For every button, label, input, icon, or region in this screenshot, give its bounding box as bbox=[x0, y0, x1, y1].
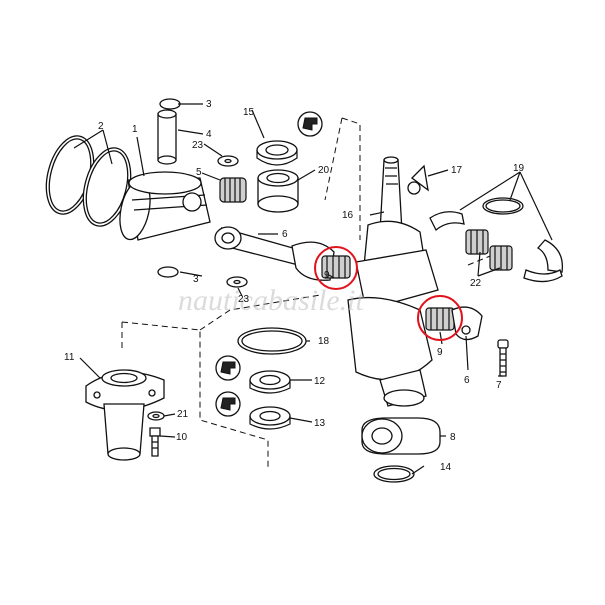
small-end-needle-bearing bbox=[219, 177, 247, 203]
callout-16: 16 bbox=[342, 210, 354, 221]
callout-17: 17 bbox=[451, 165, 463, 176]
callout-13: 13 bbox=[314, 418, 326, 429]
lip-seal-icons bbox=[215, 111, 323, 417]
callout-22: 22 bbox=[470, 278, 482, 289]
piston bbox=[119, 171, 211, 241]
callout-labels: 1 2 3 3 4 5 6 6 7 8 9 9 10 11 12 13 14 1… bbox=[64, 99, 525, 473]
callout-5: 5 bbox=[196, 167, 202, 178]
lower-seal bbox=[249, 370, 291, 394]
highlight-circle-upper bbox=[314, 246, 358, 290]
lower-bearing-housing bbox=[85, 369, 165, 461]
callout-9-upper: 9 bbox=[324, 270, 330, 281]
callout-3-lower: 3 bbox=[193, 274, 199, 285]
piston-rings bbox=[45, 135, 132, 227]
callout-10: 10 bbox=[176, 432, 188, 443]
callout-3-upper: 3 bbox=[206, 99, 212, 110]
lower-seal-lower bbox=[249, 406, 291, 430]
wrist-pin bbox=[157, 109, 177, 165]
o-ring bbox=[237, 327, 307, 355]
callout-23-upper: 23 bbox=[192, 140, 204, 151]
lower-ball-bearing bbox=[361, 417, 441, 455]
callout-23-lower: 23 bbox=[238, 294, 250, 305]
retaining-clips bbox=[157, 98, 181, 278]
connecting-rod-cap bbox=[451, 306, 483, 341]
callout-4: 4 bbox=[206, 129, 212, 140]
callout-leader-lines bbox=[73, 103, 553, 475]
callout-14: 14 bbox=[440, 462, 452, 473]
upper-main-roller-bearing bbox=[257, 169, 299, 213]
watermark: nauticabasile.it bbox=[178, 284, 364, 317]
callout-1: 1 bbox=[132, 124, 138, 135]
assembly-guide-lines bbox=[121, 117, 511, 470]
housing-screw bbox=[149, 427, 161, 457]
center-main-bearing-halves bbox=[429, 197, 564, 283]
woodruff-key bbox=[411, 164, 429, 192]
upper-main-bearing-seal bbox=[256, 140, 298, 166]
thrust-washers bbox=[217, 155, 248, 288]
callout-20: 20 bbox=[318, 165, 330, 176]
callout-15: 15 bbox=[243, 107, 255, 118]
callout-6-rod: 6 bbox=[282, 229, 288, 240]
callout-6-cap: 6 bbox=[464, 375, 470, 386]
callout-11: 11 bbox=[64, 352, 75, 363]
callout-2: 2 bbox=[98, 121, 104, 132]
snap-ring bbox=[373, 465, 415, 483]
rod-cap-bolt bbox=[497, 339, 509, 377]
crankshaft bbox=[347, 156, 439, 407]
crankpin-needle-bearings bbox=[321, 255, 455, 331]
housing-washer bbox=[147, 411, 165, 421]
callout-8: 8 bbox=[450, 432, 456, 443]
callout-12: 12 bbox=[314, 376, 326, 387]
callout-9-lower: 9 bbox=[437, 347, 443, 358]
callout-19: 19 bbox=[513, 163, 525, 174]
center-roller-bearing-cages bbox=[465, 229, 513, 271]
callout-18: 18 bbox=[318, 336, 330, 347]
callout-7: 7 bbox=[496, 380, 502, 391]
callout-21: 21 bbox=[177, 409, 189, 420]
highlight-circle-lower bbox=[417, 295, 463, 341]
